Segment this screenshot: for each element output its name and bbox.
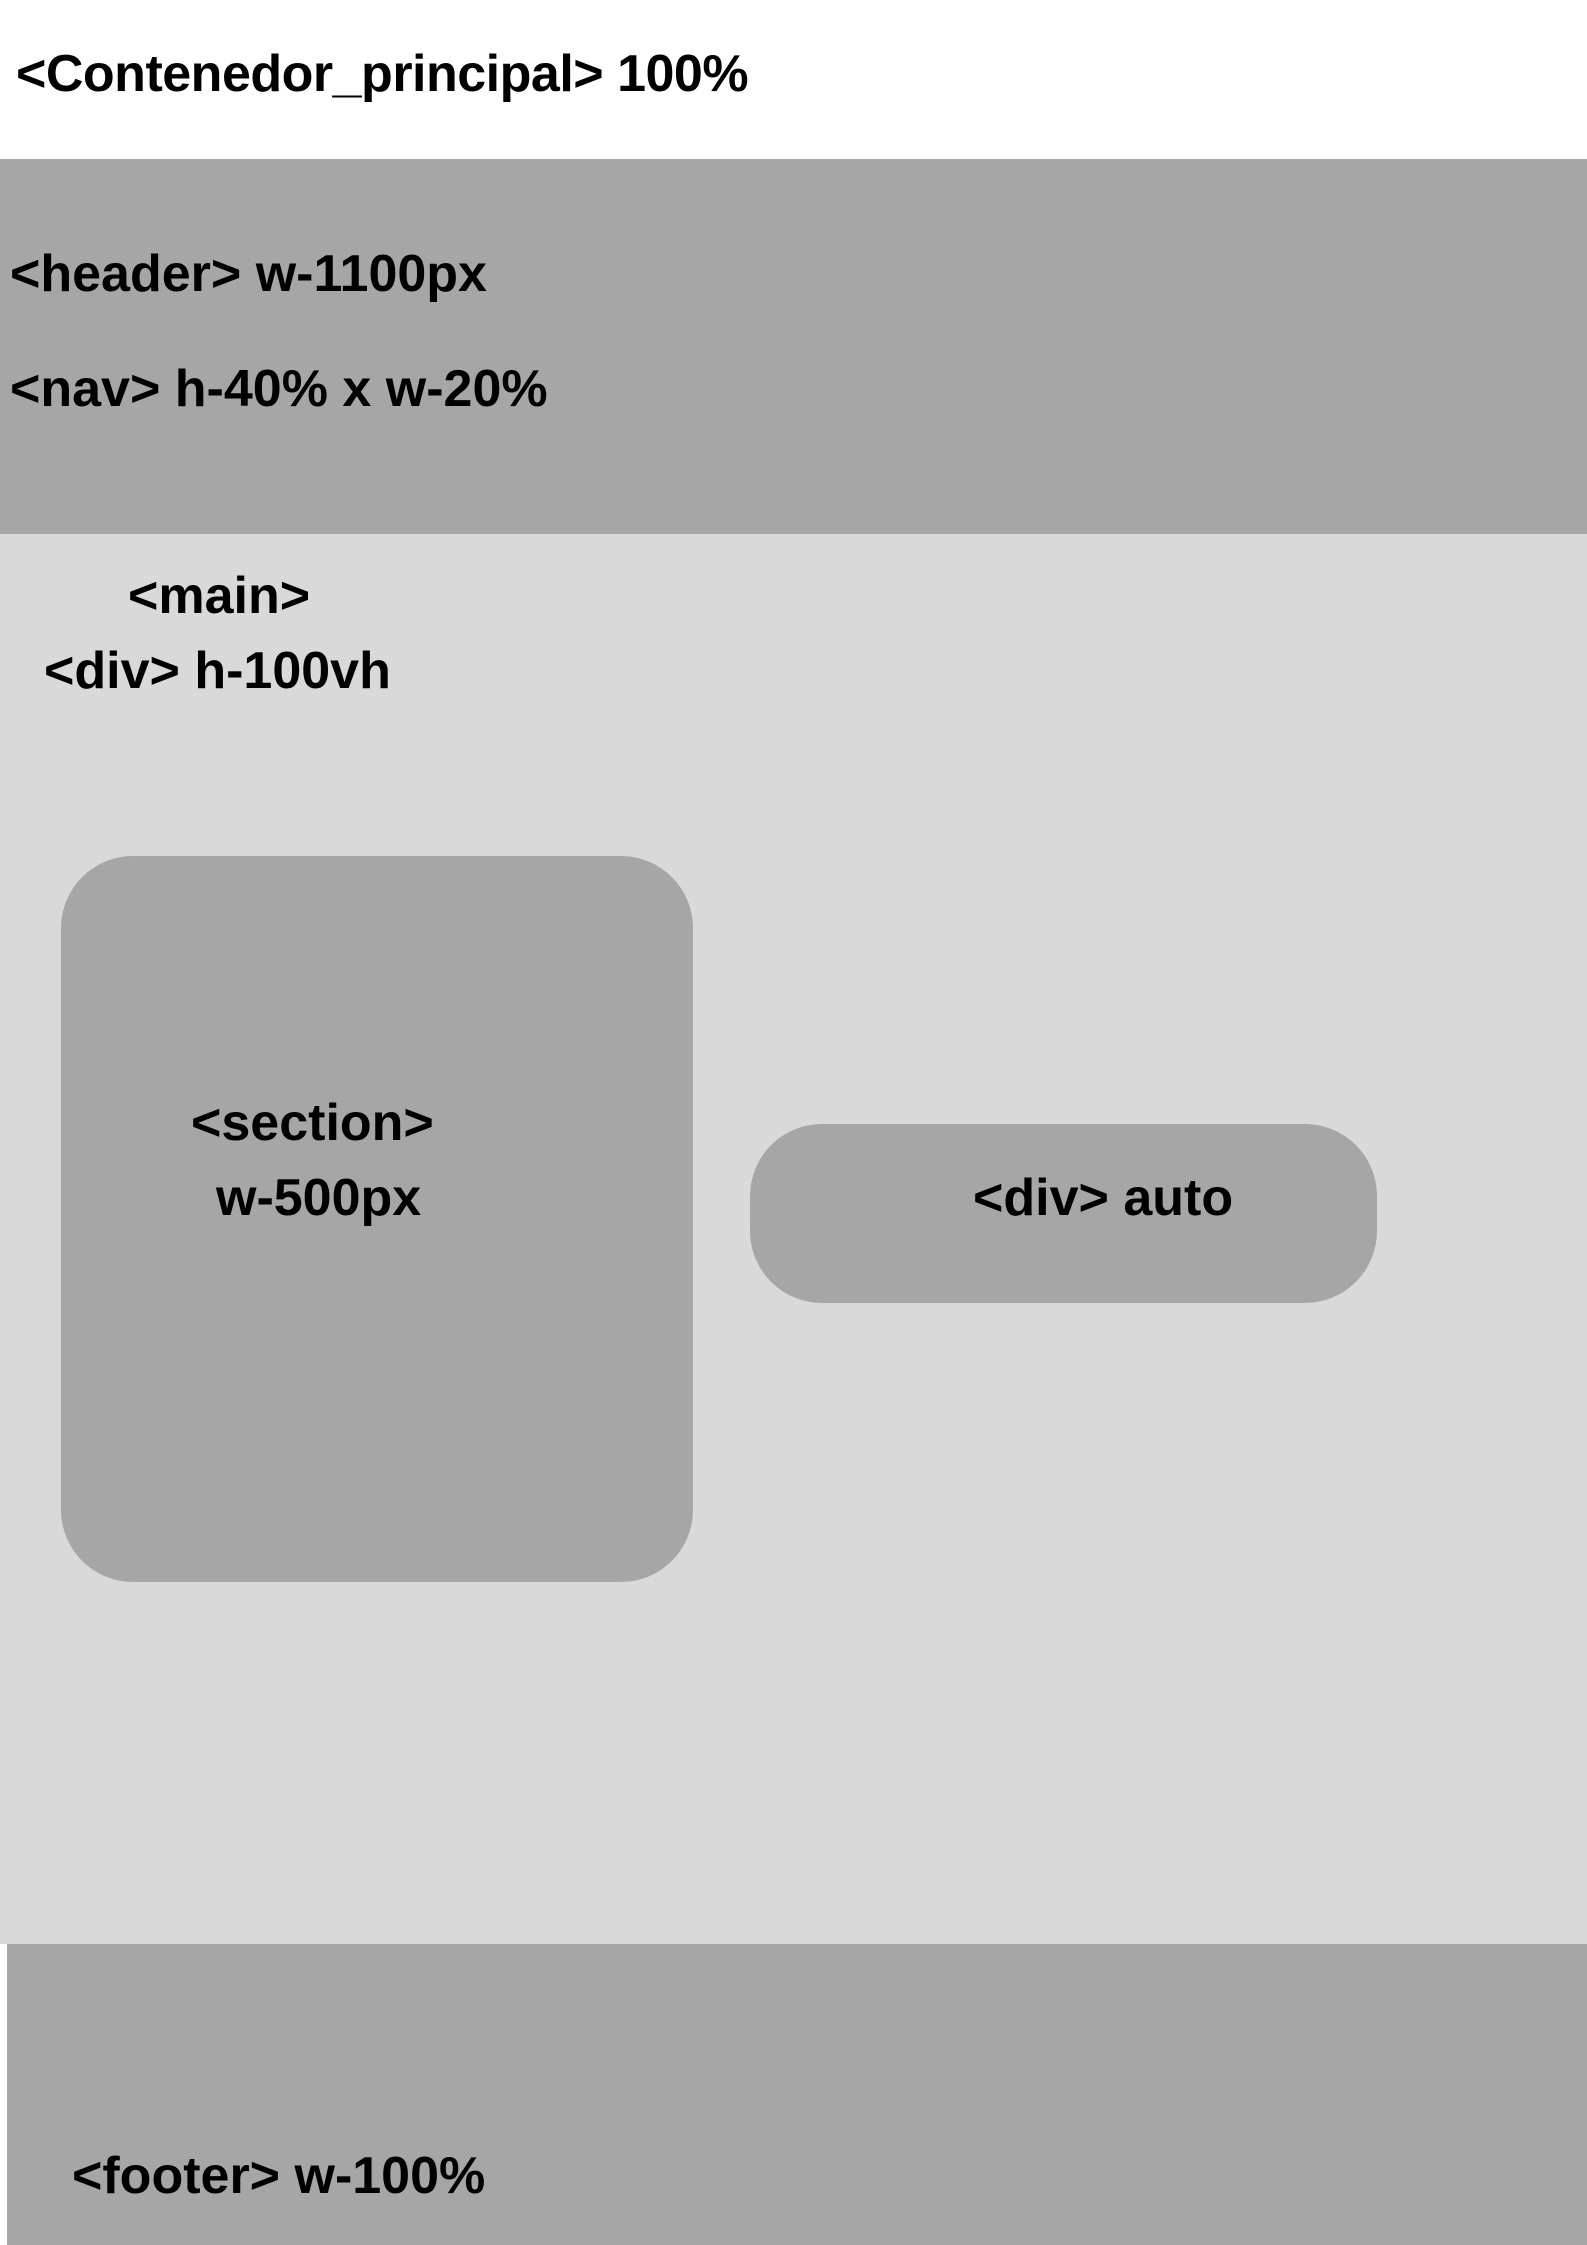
auto-div-block	[750, 1124, 1377, 1303]
auto-div-label: <div> auto	[973, 1169, 1234, 1227]
footer-block	[7, 1944, 1587, 2245]
container-title: <Contenedor_principal> 100%	[16, 45, 749, 103]
footer-label: <footer> w-100%	[72, 2147, 486, 2205]
section-label: <section>	[191, 1094, 434, 1152]
div-label: <div> h-100vh	[44, 642, 391, 700]
section-width-label: w-500px	[216, 1169, 422, 1227]
header-block	[0, 159, 1587, 534]
header-label: <header> w-1100px	[10, 245, 487, 303]
main-label: <main>	[128, 567, 311, 625]
section-block	[61, 856, 693, 1582]
nav-label: <nav> h-40% x w-20%	[10, 360, 548, 418]
